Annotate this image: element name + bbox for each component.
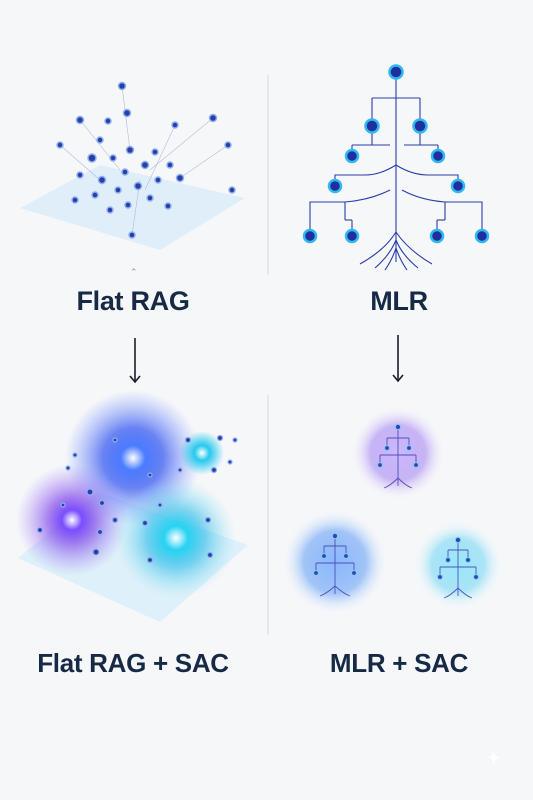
label-flat-rag-sac: Flat RAG + SAC (37, 648, 229, 678)
plane-mark: ⌃ (130, 267, 138, 277)
cyan-cluster (116, 478, 236, 598)
tree-nodes (302, 64, 490, 244)
violet-cluster (16, 464, 128, 576)
label-mlr-sac: MLR + SAC (329, 648, 469, 678)
data-points (56, 81, 236, 239)
small-cyan-cluster (180, 431, 224, 475)
down-arrow-icon (392, 335, 404, 383)
down-arrow-icon (129, 338, 141, 384)
flat-rag-sac-illustration (16, 390, 248, 622)
flat-rag-illustration: ⌃ (20, 81, 245, 277)
label-flat-rag: Flat RAG (76, 286, 190, 316)
mlr-tree-illustration (302, 64, 490, 271)
mlr-sac-illustration (283, 407, 502, 614)
flat-plane (20, 165, 245, 250)
sparkle-icon: ✦ (486, 748, 502, 768)
label-mlr: MLR (370, 286, 428, 316)
